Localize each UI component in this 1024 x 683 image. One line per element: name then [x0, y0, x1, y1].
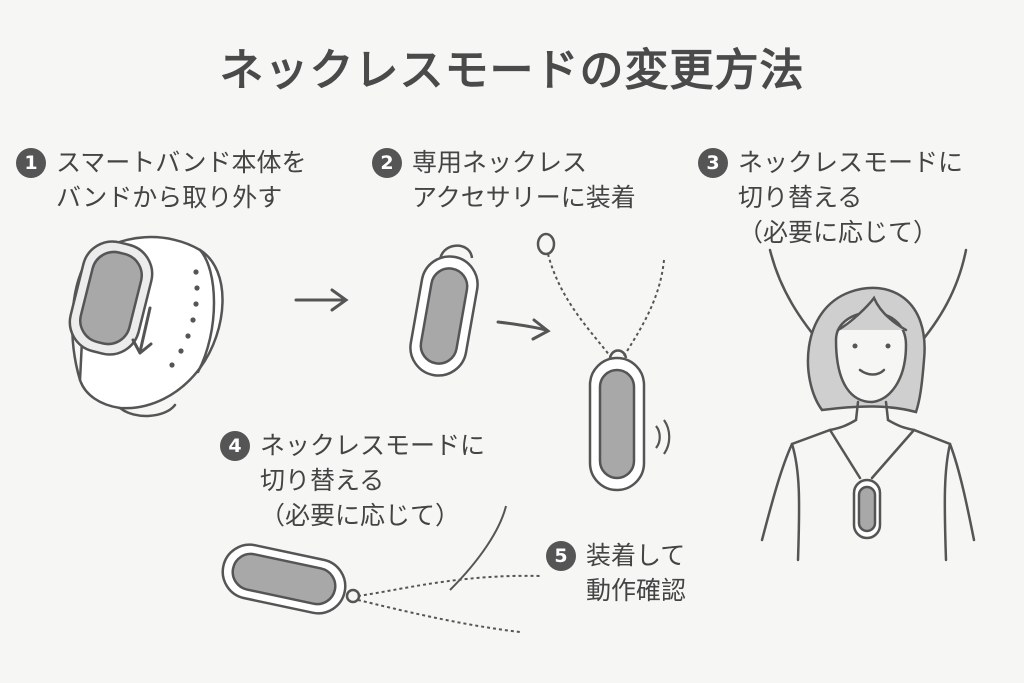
step-3-badge: 3	[698, 148, 728, 178]
step-4-line-3: （必要に応じて）	[260, 501, 461, 530]
step-3-text: ネックレスモードに 切り替える （必要に応じて）	[738, 145, 963, 250]
step-2-badge: 2	[372, 148, 402, 178]
step-4-badge: 4	[220, 431, 250, 461]
strap-holes	[169, 269, 200, 368]
step-2-line-1: 専用ネックレス	[412, 148, 588, 177]
pendant-capsule-illustration	[409, 244, 479, 377]
step-1-line-1: スマートバンド本体を	[56, 148, 307, 177]
step-4-line-1: ネックレスモードに	[260, 431, 486, 460]
step-5-line-2: 動作確認	[586, 576, 687, 605]
arrow-right-icon	[496, 318, 551, 341]
step-1-line-2: バンドから取り外す	[56, 183, 283, 212]
pendant-chain-illustration	[221, 505, 541, 633]
necklace-pendant-illustration	[536, 232, 671, 492]
step-5: 5 装着して 動作確認	[546, 538, 686, 608]
step-3-line-2: 切り替える	[738, 183, 863, 212]
step-4: 4 ネックレスモードに 切り替える （必要に応じて）	[220, 428, 485, 533]
person-illustration	[760, 248, 976, 562]
step-4-line-2: 切り替える	[260, 466, 385, 495]
arrow-right-icon	[294, 288, 349, 312]
step-5-text: 装着して 動作確認	[586, 538, 686, 608]
step-3-line-3: （必要に応じて）	[738, 218, 939, 247]
step-3: 3 ネックレスモードに 切り替える （必要に応じて）	[698, 145, 963, 250]
step-1: 1 スマートバンド本体を バンドから取り外す	[16, 145, 307, 215]
page-title: ネックレスモードの変更方法	[219, 45, 805, 96]
smart-band-illustration	[68, 235, 224, 418]
step-1-badge: 1	[16, 148, 46, 178]
step-2-line-2: アクセサリーに装着	[412, 183, 636, 212]
step-5-badge: 5	[546, 541, 576, 571]
step-2-text: 専用ネックレス アクセサリーに装着	[412, 145, 636, 215]
step-4-text: ネックレスモードに 切り替える （必要に応じて）	[260, 428, 485, 533]
step-5-line-1: 装着して	[586, 541, 686, 570]
step-3-line-1: ネックレスモードに	[738, 148, 964, 177]
step-2: 2 専用ネックレス アクセサリーに装着	[372, 145, 636, 215]
step-1-text: スマートバンド本体を バンドから取り外す	[56, 145, 307, 215]
